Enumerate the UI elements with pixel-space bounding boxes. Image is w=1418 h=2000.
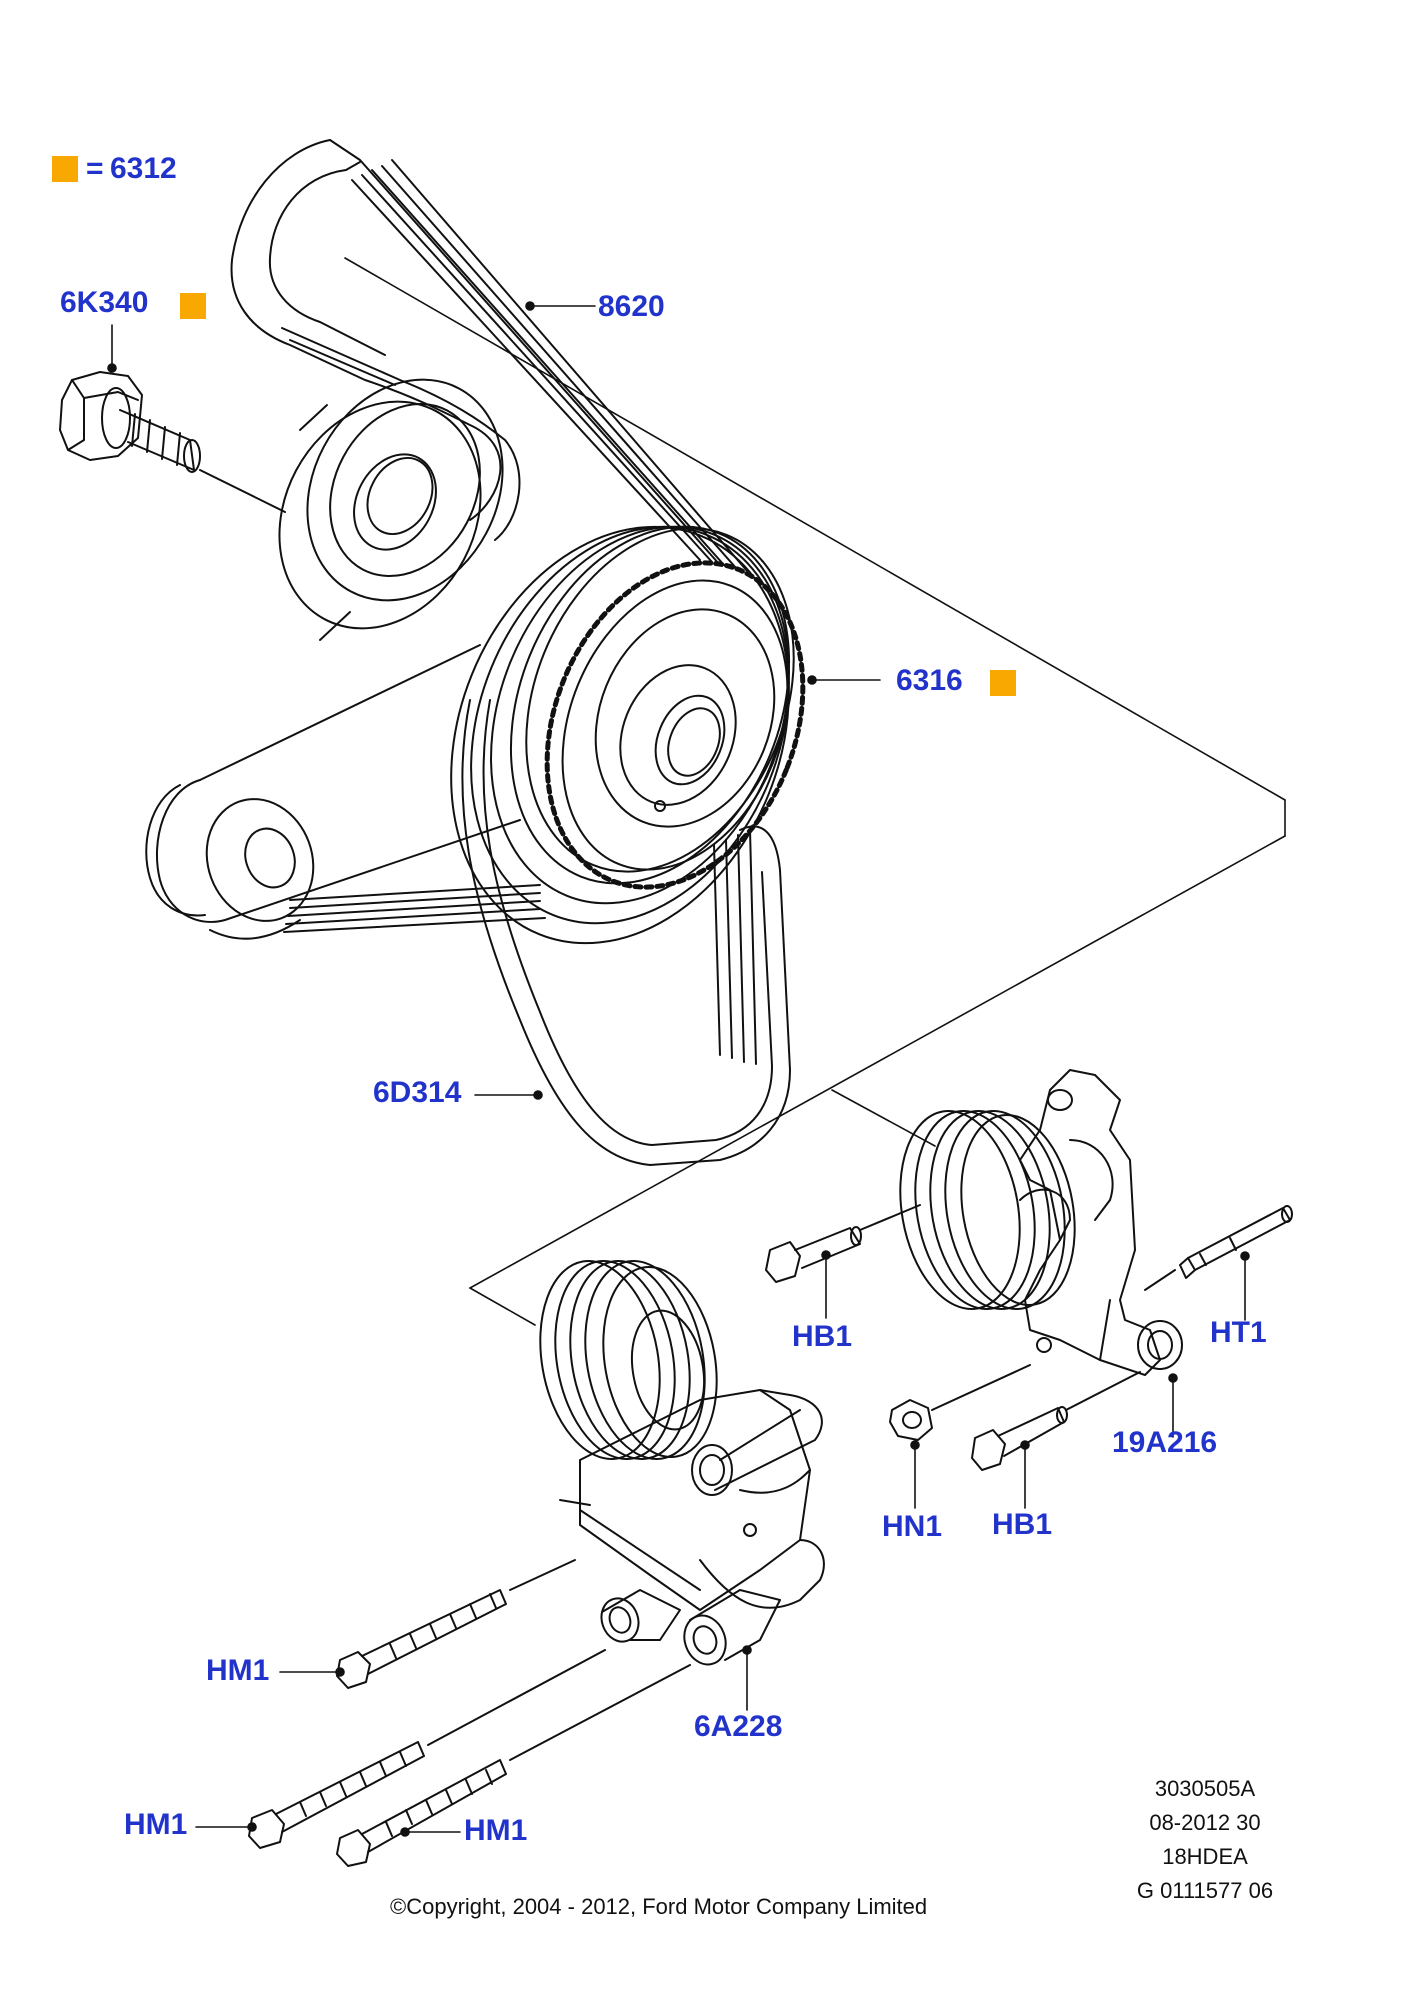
callout-8620: 8620	[598, 290, 665, 323]
bolt-HB1-lower	[971, 1371, 1141, 1471]
automatic-tensioner-6A228	[539, 1260, 825, 1666]
copyright-notice: ©Copyright, 2004 - 2012, Ford Motor Comp…	[390, 1894, 928, 1919]
leader-lines	[107, 301, 1250, 1837]
legend-code: 6312	[110, 152, 177, 185]
marker-6K340-icon	[180, 293, 206, 319]
long-bolt-HM1-lower	[336, 1664, 691, 1867]
drive-belt-6D314	[461, 699, 791, 1166]
nut-HN1	[889, 1364, 1031, 1441]
accessory-drive-belt-8620	[230, 139, 749, 573]
callout-HM1-lower: HM1	[464, 1814, 528, 1847]
callout-6A228: 6A228	[694, 1710, 783, 1743]
bolt-6K340	[59, 371, 286, 513]
crankshaft-pulley-6316	[450, 525, 806, 945]
callout-HM1-middle: HM1	[124, 1808, 188, 1841]
callout-6316: 6316	[896, 664, 963, 697]
illustration-id: G 0111577 06	[1136, 1878, 1274, 1903]
belt-idler-arm	[145, 644, 546, 940]
callout-6D314: 6D314	[373, 1076, 462, 1109]
callout-HM1-upper: HM1	[206, 1654, 270, 1687]
callout-19A216: 19A216	[1112, 1426, 1218, 1459]
long-bolt-HM1-middle	[248, 1649, 606, 1849]
engine-code: 18HDEA	[1162, 1844, 1248, 1869]
marker-6316-icon	[990, 670, 1016, 696]
stud-HT1	[1144, 1205, 1293, 1291]
callout-HN1: HN1	[882, 1510, 943, 1543]
drawing-date: 08-2012 30	[1149, 1810, 1261, 1835]
callout-HT1: HT1	[1210, 1316, 1267, 1349]
callout-6K340: 6K340	[60, 286, 149, 319]
callout-HB1-upper: HB1	[792, 1320, 853, 1353]
legend-marker-icon	[52, 156, 78, 182]
idler-bracket-assembly	[899, 1069, 1183, 1376]
idler-pulley	[278, 378, 504, 641]
legend-equals: =	[86, 152, 104, 185]
long-bolt-HM1-upper	[336, 1559, 576, 1689]
bolt-HB1-upper	[765, 1204, 921, 1283]
drawing-number: 3030505A	[1154, 1776, 1256, 1801]
callout-HB1-lower: HB1	[992, 1508, 1053, 1541]
reference-plane-lines	[344, 257, 1286, 1326]
drawing-reference: 3030505A 08-2012 30 18HDEA G 0111577 06	[1120, 1772, 1290, 1908]
